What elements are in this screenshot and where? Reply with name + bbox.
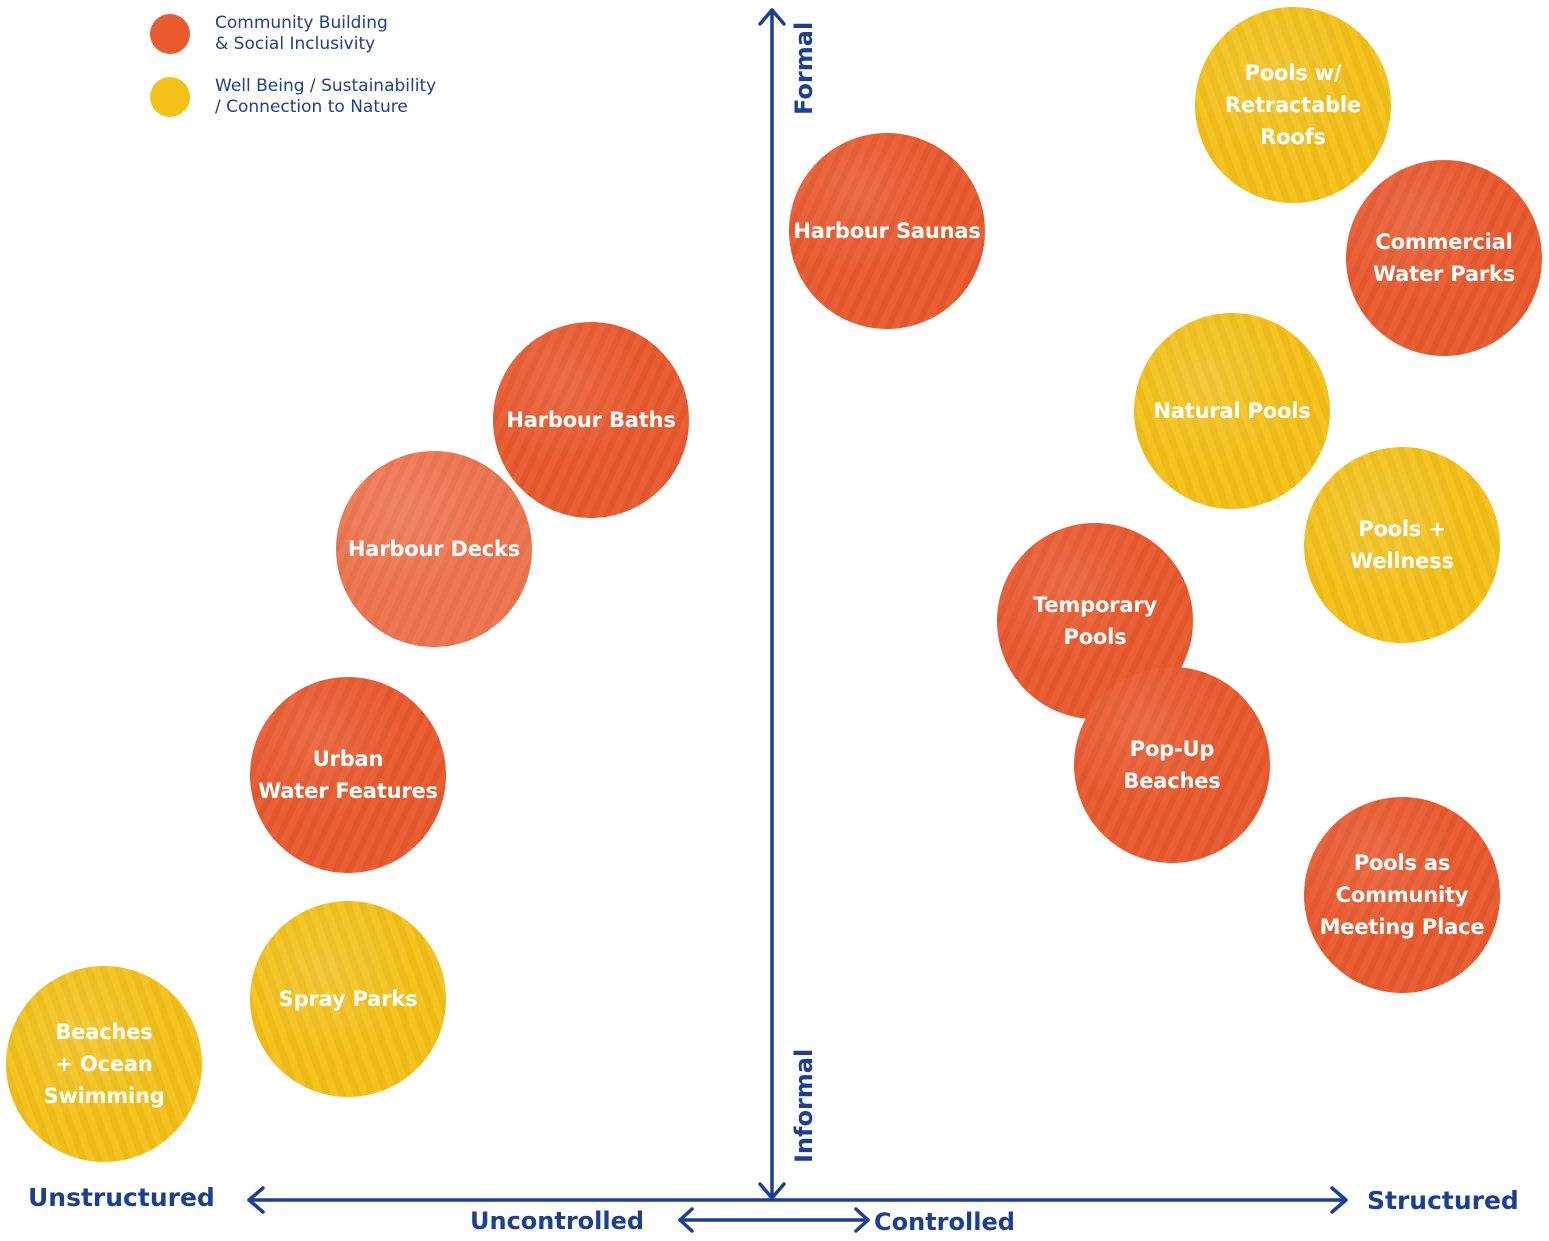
arrowhead-controlled [854,1207,870,1233]
bubble-label: Harbour Saunas [793,219,981,243]
legend-dot-wellbeing [150,77,190,117]
legend-dot-community [150,14,190,54]
bubble-label: Harbour Decks [347,537,521,561]
bubble-harbour-saunas: Harbour Saunas [789,133,985,329]
bubble-label: Beaches + Ocean Swimming [43,1020,165,1108]
axis-label-formal: Formal [790,21,818,115]
bubble-label: Commercial Water Parks [1372,230,1516,286]
legend-label-wellbeing: Well Being / Sustainability / Connection… [215,76,437,117]
bubble-pools-wellness: Pools + Wellness [1304,447,1500,643]
bubble-natural-pools: Natural Pools [1134,313,1330,509]
bubble-beaches-ocean-swimming: Beaches + Ocean Swimming [6,966,202,1162]
axis-label-controlled: Controlled [874,1208,1015,1236]
bubble-commercial-water-parks: Commercial Water Parks [1346,160,1542,356]
bubble-label: Pop-Up Beaches [1123,737,1221,793]
bubble-spray-parks: Spray Parks [250,901,446,1097]
bubble-label: Pools w/ Retractable Roofs [1225,61,1361,149]
axis-label-unstructured: Unstructured [28,1183,215,1212]
legend-label-community: Community Building & Social Inclusivity [215,13,388,54]
axis-label-informal: Informal [790,1048,818,1163]
bubble-label: Harbour Baths [506,408,676,432]
bubble-pools-community-meeting: Pools as Community Meeting Place [1304,797,1500,993]
bubble-urban-water-features: Urban Water Features [250,677,446,873]
axis-label-structured: Structured [1367,1186,1519,1215]
bubble-label: Pools as Community Meeting Place [1319,851,1485,939]
bubble-pop-up-beaches: Pop-Up Beaches [1074,667,1270,863]
bubble-harbour-decks: Harbour Decks [336,451,532,647]
bubble-harbour-baths: Harbour Baths [493,322,689,518]
bubble-label: Temporary Pools [1033,593,1157,649]
bubble-pools-retractable-roofs: Pools w/ Retractable Roofs [1195,7,1391,203]
bubble-label: Pools + Wellness [1350,517,1454,573]
arrowhead-structured [1330,1186,1348,1214]
bubble-label: Urban Water Features [258,747,438,803]
arrowhead-informal [758,1182,786,1200]
arrowhead-formal [758,8,786,26]
arrowhead-uncontrolled [678,1207,694,1233]
bubble-label: Spray Parks [278,987,418,1011]
bubble-label: Natural Pools [1153,399,1311,423]
arrowhead-unstructured [247,1186,265,1214]
axis-label-uncontrolled: Uncontrolled [470,1207,645,1235]
